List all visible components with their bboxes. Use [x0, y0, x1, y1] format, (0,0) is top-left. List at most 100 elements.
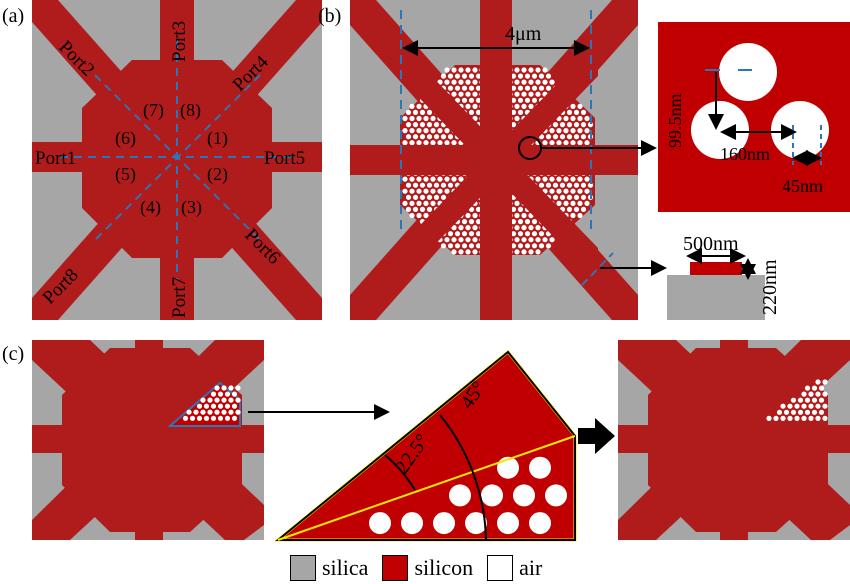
air-hole [510, 97, 517, 103]
air-hole [584, 140, 590, 146]
air-hole [217, 415, 224, 421]
air-hole [419, 182, 426, 188]
air-hole [577, 212, 583, 219]
air-hole [514, 79, 520, 85]
air-hole [423, 212, 429, 219]
air-hole [815, 403, 821, 409]
air-hole [472, 237, 478, 243]
air-hole [475, 243, 482, 249]
air-hole [801, 391, 807, 397]
air-hole [228, 397, 234, 403]
air-hole [409, 128, 415, 134]
air-hole [465, 225, 471, 231]
air-hole [566, 109, 573, 115]
region-2: (2) [207, 164, 228, 185]
air-hole [577, 115, 583, 122]
air-hole [524, 73, 531, 79]
air-hole [447, 231, 454, 237]
air-hole [426, 206, 433, 212]
radius-label: 99.5nm [665, 93, 685, 148]
air-hole [528, 91, 534, 97]
air-hole [430, 128, 436, 134]
air-hole [409, 115, 415, 122]
air-hole [426, 109, 433, 115]
air-hole [468, 109, 475, 115]
air-hole [444, 140, 450, 146]
silica-cross-section [667, 275, 765, 320]
air-hole [433, 194, 440, 200]
air-hole [514, 225, 520, 231]
air-hole [570, 176, 576, 182]
air-hole [545, 134, 552, 140]
air-hole [801, 415, 807, 421]
air-hole [797, 409, 804, 415]
air-hole [465, 512, 487, 535]
port5-label: Port5 [264, 148, 305, 169]
air-hole [510, 219, 517, 225]
air-hole [426, 122, 433, 128]
air-hole [454, 73, 461, 79]
air-hole [461, 219, 468, 225]
air-hole [217, 403, 224, 409]
region-7: (7) [143, 100, 164, 121]
panel-b: 4μm (b) 99.5nm 160nm 45nm 500nm 220nm [318, 0, 850, 320]
silicon-swatch [382, 555, 409, 581]
air-hole [419, 109, 426, 115]
air-hole [556, 176, 562, 182]
air-hole [423, 128, 429, 134]
air-hole [465, 91, 471, 97]
air-hole [214, 397, 220, 403]
air-hole [552, 122, 559, 128]
air-hole [535, 237, 541, 243]
air-hole [521, 91, 527, 97]
air-hole [524, 231, 531, 237]
air-hole [570, 115, 576, 122]
air-hole [801, 403, 807, 409]
air-hole [556, 128, 562, 134]
air-hole [780, 415, 786, 421]
air-hole [563, 128, 569, 134]
air-hole [405, 182, 412, 188]
air-hole [808, 415, 814, 421]
air-hole [426, 194, 433, 200]
air-hole [524, 219, 531, 225]
air-hole [811, 397, 818, 403]
air-hole [433, 512, 455, 535]
air-hole [468, 231, 475, 237]
air-hole [231, 415, 238, 421]
air-hole [797, 397, 804, 403]
air-hole [468, 206, 475, 212]
air-hole [416, 128, 422, 134]
air-hole [451, 79, 457, 85]
region-6: (6) [115, 128, 136, 149]
air-hole [510, 85, 517, 91]
air-hole [200, 397, 206, 403]
air-hole [228, 409, 234, 415]
air-hole [514, 115, 520, 122]
air-hole [433, 134, 440, 140]
air-hole [780, 403, 786, 409]
air-hole [566, 194, 573, 200]
air-hole [808, 391, 814, 397]
air-hole [531, 73, 538, 79]
air-hole [458, 176, 464, 182]
result-arrow [578, 418, 615, 454]
air-hole [524, 97, 531, 103]
device-c-right [648, 348, 828, 532]
air-hole [433, 182, 440, 188]
air-hole [468, 73, 475, 79]
air-hole [783, 409, 790, 415]
air-hole [405, 206, 412, 212]
legend-label: silica [322, 555, 369, 580]
air-hole [573, 182, 580, 188]
air-hole [563, 140, 569, 146]
air-hole [461, 97, 468, 103]
air-hole [412, 206, 419, 212]
air-hole [423, 200, 429, 206]
air-hole [214, 409, 220, 415]
air-hole [787, 415, 793, 421]
air-hole [517, 219, 524, 225]
air-hole [472, 79, 478, 85]
air-hole [531, 85, 538, 91]
air-hole [423, 140, 429, 146]
